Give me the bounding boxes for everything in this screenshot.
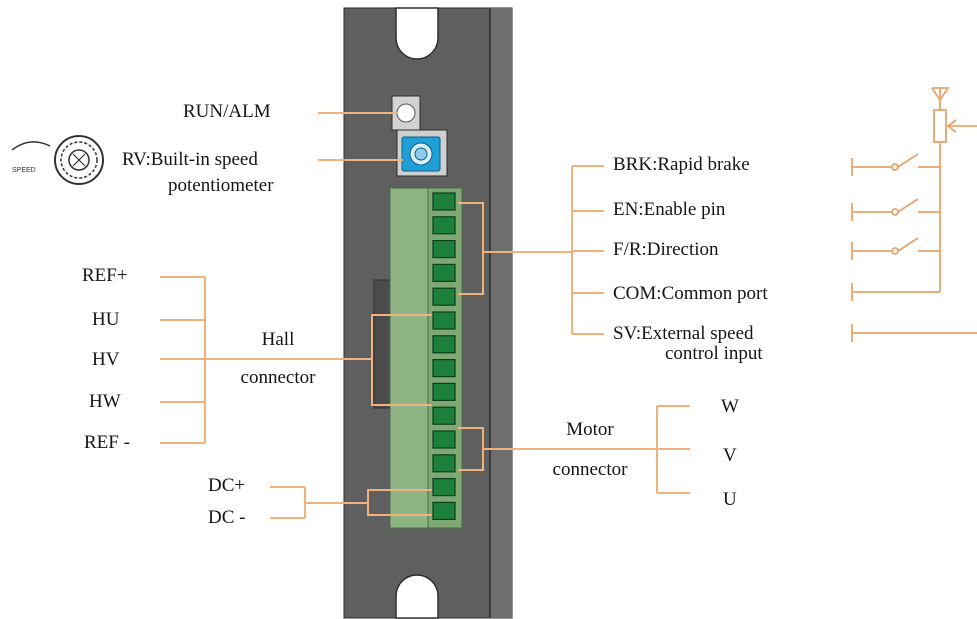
run-alm-indicator: [391, 95, 421, 131]
terminal-pin: [432, 478, 456, 497]
motor-connector-label-line1: Motor: [566, 419, 614, 440]
sv-label-line2: control input: [665, 343, 763, 364]
u-label: U: [723, 489, 737, 510]
terminal-pin: [432, 335, 456, 354]
ref-minus-label: REF -: [84, 432, 130, 453]
en-label: EN:Enable pin: [613, 199, 726, 220]
speed-icon-label: SPEED: [12, 167, 36, 174]
wiring-lines: [160, 112, 690, 519]
run-alm-label: RUN/ALM: [183, 101, 271, 122]
hu-label: HU: [92, 309, 120, 330]
driver-housing: [343, 7, 513, 619]
terminal-pin: [432, 240, 456, 259]
dc-minus-label: DC -: [208, 507, 246, 528]
dc-plus-label: DC+: [208, 475, 246, 496]
hall-connector-label-line2: connector: [240, 367, 316, 388]
terminal-pin: [432, 430, 456, 449]
terminal-pin: [432, 454, 456, 473]
terminal-pin: [432, 382, 456, 401]
top-mount-slot: [395, 7, 439, 60]
terminal-pin: [432, 216, 456, 235]
speed-knob-icon: SPEED: [11, 135, 104, 185]
rv-label-line1: RV:Built-in speed: [122, 149, 258, 170]
fr-label: F/R:Direction: [613, 239, 719, 260]
terminal-pin: [432, 192, 456, 211]
bottom-mount-slot: [395, 574, 439, 619]
w-label: W: [721, 396, 739, 417]
motor-connector-label-line2: connector: [552, 459, 628, 480]
com-label: COM:Common port: [613, 283, 768, 304]
v-label: V: [723, 445, 737, 466]
hw-label: HW: [89, 391, 121, 412]
sv-label-line1: SV:External speed: [613, 323, 754, 344]
hv-label: HV: [92, 349, 120, 370]
terminal-pin: [432, 311, 456, 330]
rv-label-line2: potentiometer: [168, 175, 274, 196]
hall-connector-label-line1: Hall: [261, 329, 295, 350]
builtin-speed-potentiometer: [396, 129, 448, 177]
terminal-pin: [432, 406, 456, 425]
terminal-pin: [432, 287, 456, 306]
terminal-block: [389, 187, 463, 529]
terminal-pin: [432, 359, 456, 378]
ref-plus-label: REF+: [82, 265, 128, 286]
terminal-pin: [432, 263, 456, 282]
brk-label: BRK:Rapid brake: [613, 154, 750, 175]
terminal-pin: [432, 501, 456, 520]
external-control-circuit: [851, 87, 977, 342]
